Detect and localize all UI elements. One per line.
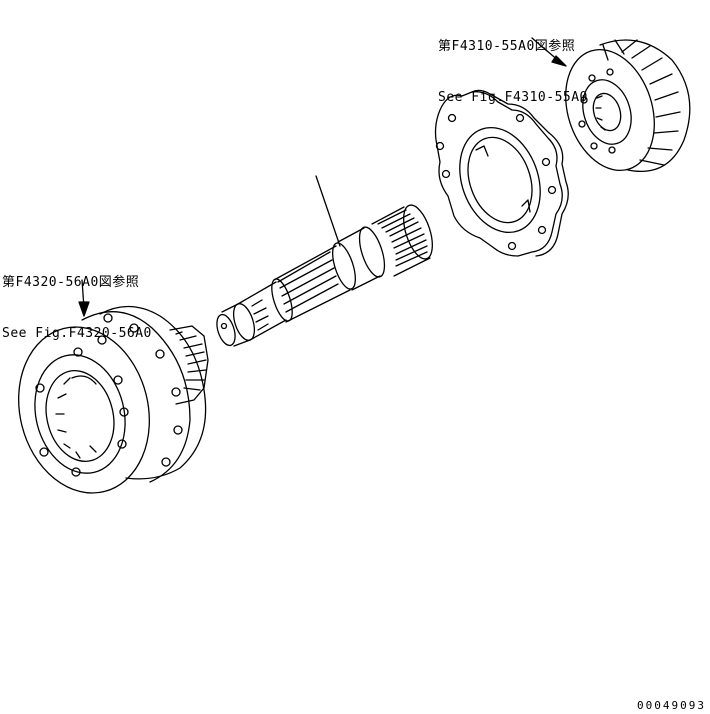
drawing-number: 00049093 — [637, 699, 706, 712]
splined-shaft — [213, 202, 438, 348]
reference-left-en: See Fig.F4320-56A0 — [2, 326, 152, 341]
flange-plate — [436, 90, 569, 256]
reference-top-jp: 第F4310-55A0図参照 — [438, 39, 576, 54]
upper-gear-assembly — [551, 38, 690, 182]
leader-line-shaft — [316, 176, 340, 246]
reference-note-left: 第F4320-56A0図参照 See Fig.F4320-56A0 — [2, 240, 152, 376]
reference-left-jp: 第F4320-56A0図参照 — [2, 275, 140, 290]
planetary-carrier-assembly — [2, 306, 208, 507]
leader-arrow-left — [79, 302, 89, 316]
reference-note-top-right: 第F4310-55A0図参照 See Fig.F4310-55A0 — [438, 4, 588, 140]
leader-arrow-top — [552, 56, 566, 66]
reference-top-en: See Fig.F4310-55A0 — [438, 90, 588, 105]
